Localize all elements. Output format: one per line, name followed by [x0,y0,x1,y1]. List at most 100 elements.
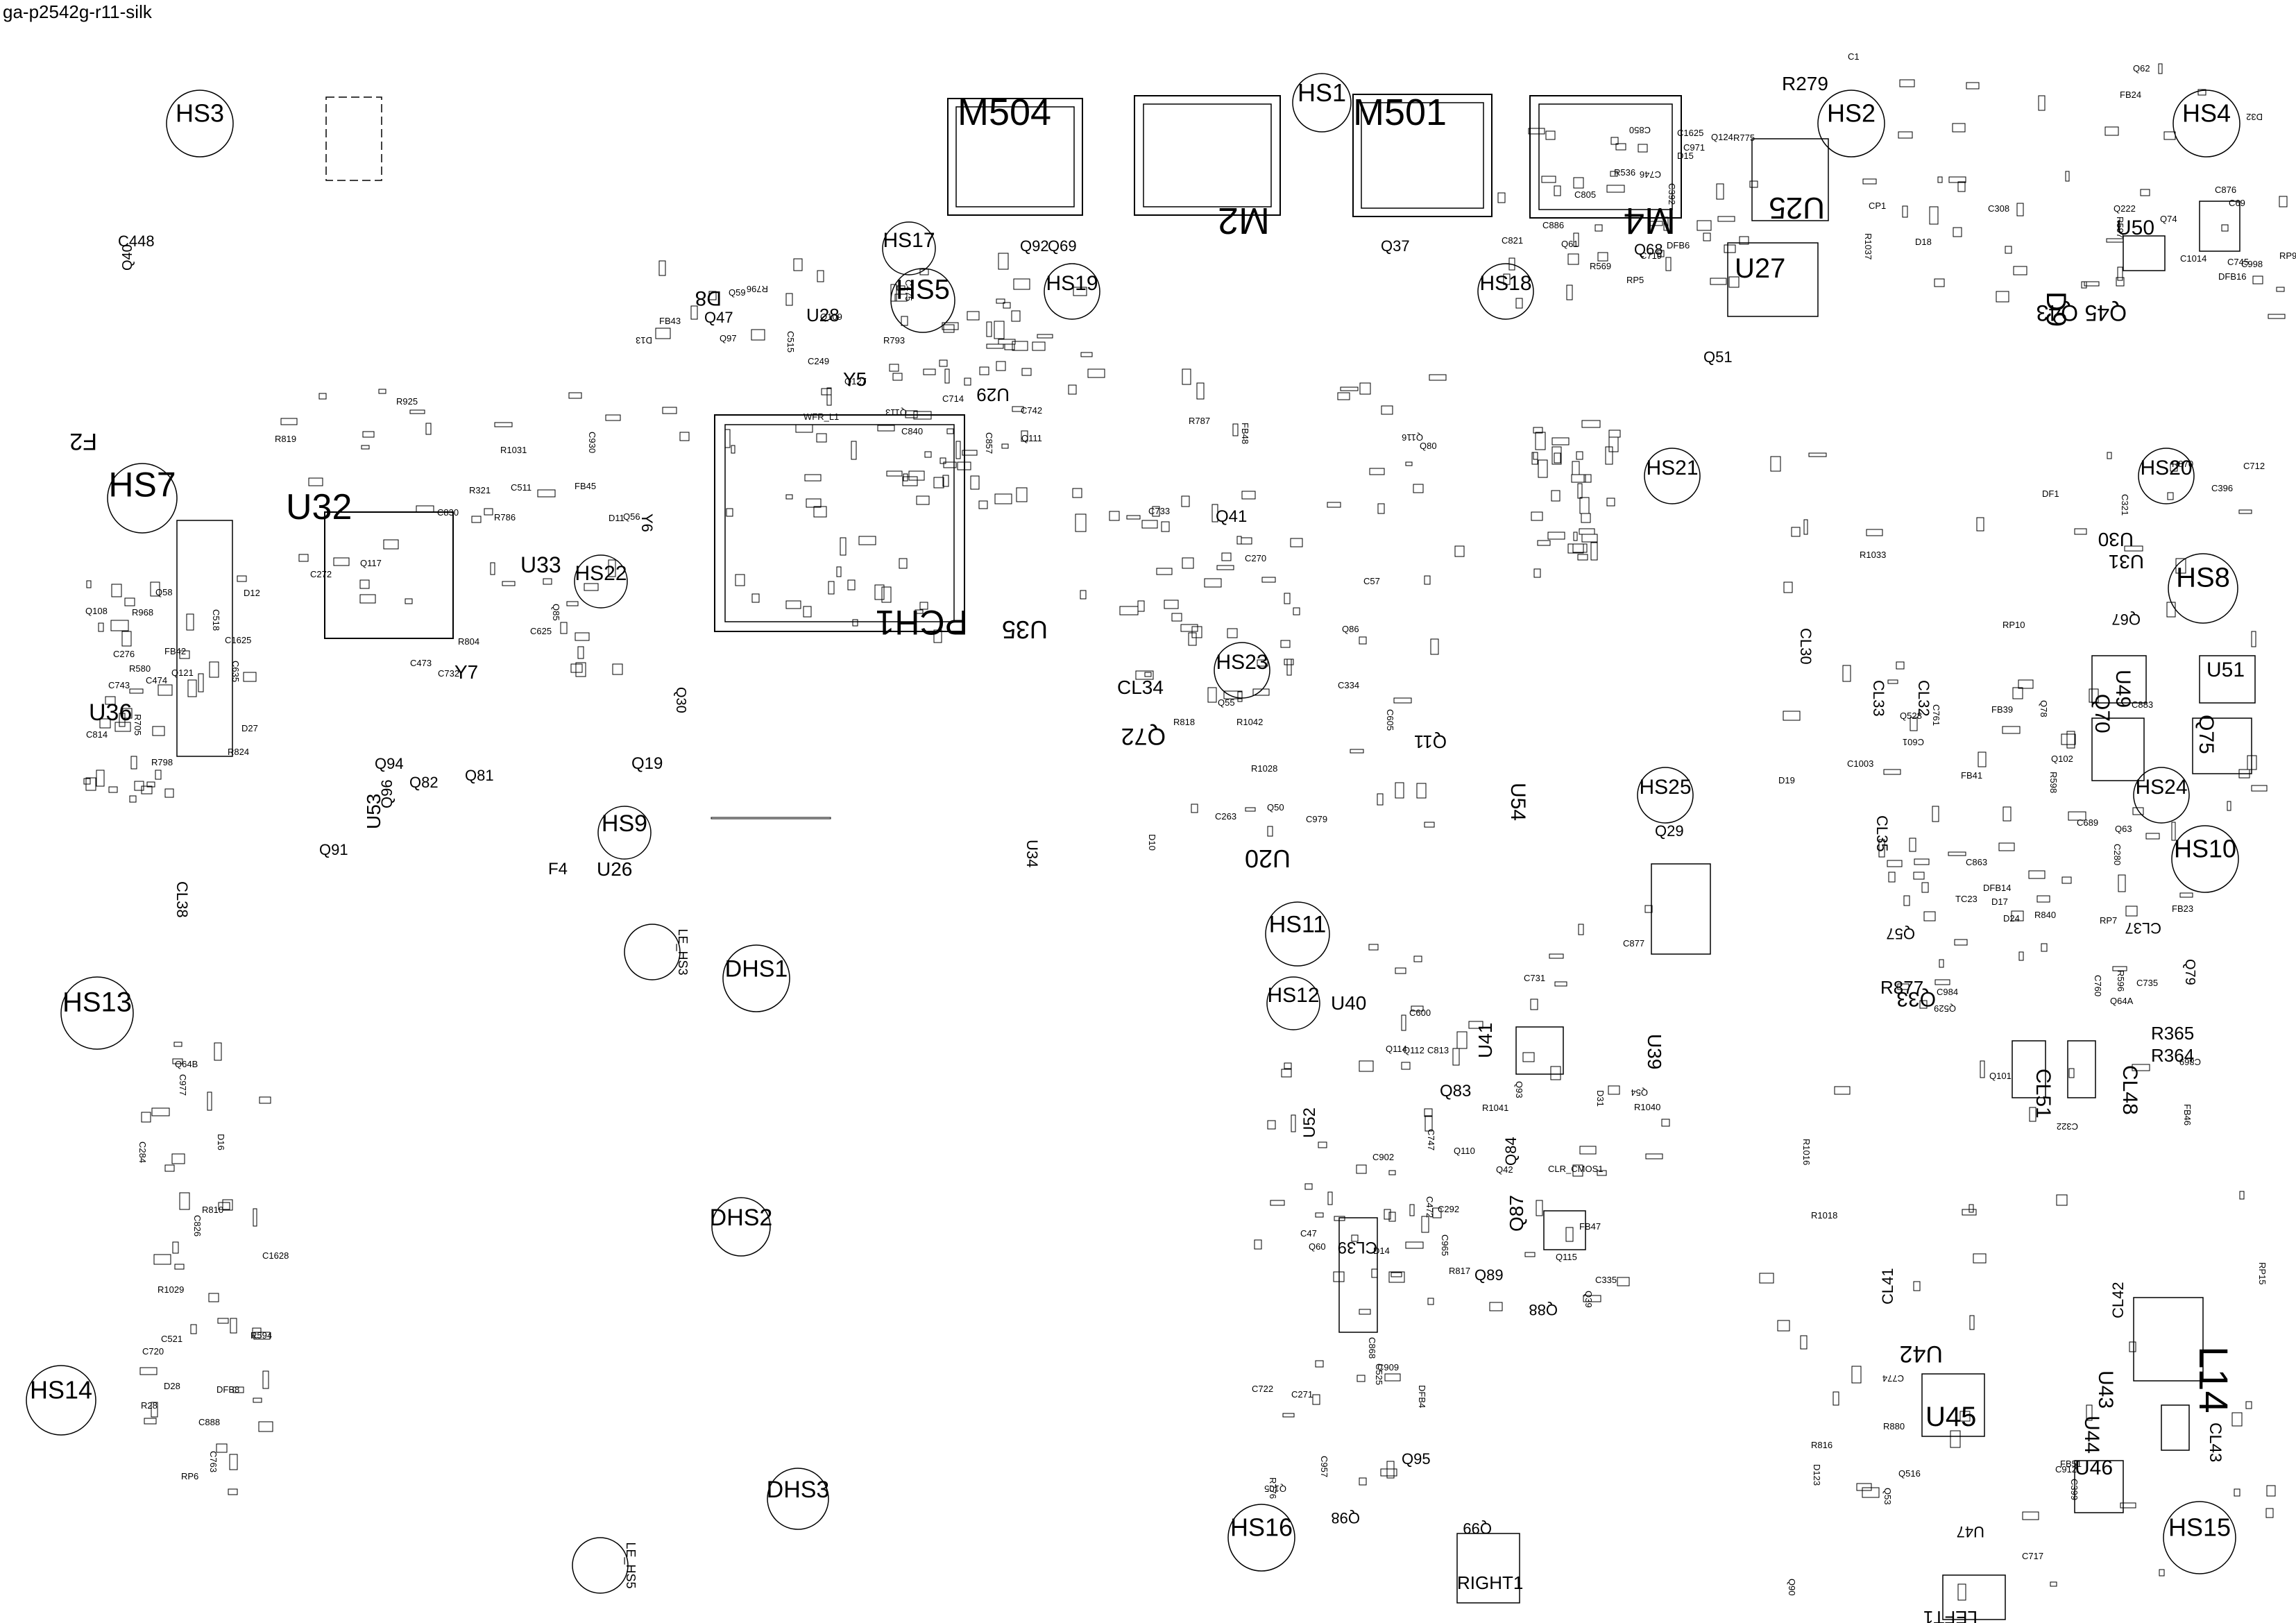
component-label: U45 [1925,1402,1976,1432]
component-pad [902,476,918,486]
component-pad [751,329,765,341]
refdes-label: D12 [244,588,260,598]
refdes-label: R870 [2172,459,2193,469]
component-pad [262,1370,269,1389]
component-label: PCH1 [876,603,968,642]
component-pad [1395,967,1406,974]
component-pad [98,622,104,632]
component-pad [896,285,905,291]
component-label: U30 [2098,529,2134,550]
component-pad [1290,538,1303,547]
component-pad [1012,406,1024,412]
component-pad [1401,1062,1411,1070]
component-pad [237,575,247,582]
refdes-label: C888 [198,1417,220,1427]
refdes-label: R786 [494,512,516,522]
component-pad [1393,697,1412,704]
refdes-label: R536 [1614,167,1635,178]
component-pad [2197,89,2206,96]
component-pad [655,328,671,339]
component-pad [1304,1183,1313,1190]
component-pad [198,673,204,692]
component-pad [2158,63,2163,74]
refdes-label: D16 [216,1134,226,1150]
component-pad [2013,266,2027,275]
component-label: Q67 [2111,611,2141,628]
mounting-hole-hs10 [2171,825,2239,893]
component-pad [2068,1068,2075,1078]
component-pad [129,688,144,694]
refdes-label: C717 [2022,1551,2043,1561]
refdes-label: C957 [1319,1456,1329,1477]
hole-label: HS7 [108,466,176,504]
component-pad [2268,314,2286,319]
component-pad [874,584,885,600]
component-label: Q83 [1440,1082,1471,1101]
refdes-label: C977 [178,1074,188,1096]
refdes-label: C271 [1291,1389,1313,1400]
component-pad [1724,244,1736,253]
component-pad [933,477,944,488]
hole-label: HS2 [1827,99,1876,128]
component-pad [933,629,942,643]
component-pad [1004,343,1015,350]
component-pad [2221,224,2229,232]
refdes-label: C521 [161,1334,182,1344]
component-pad [1281,1069,1292,1078]
refdes-label: C1625 [225,635,251,645]
component-pad [944,368,950,384]
component-pad [2179,892,2193,898]
component-pad [1728,276,1740,288]
component-pad [1411,1005,1424,1012]
component-pad [608,559,616,577]
component-pad [1583,474,1592,483]
component-label: CL42 [2109,1282,2127,1318]
component-label: U43 [2094,1370,2117,1409]
refdes-label: R596 [2116,970,2126,992]
component-pad [1703,232,1711,241]
component-pad [1377,793,1384,806]
component-pad [1207,687,1217,703]
component-pad [1610,171,1618,177]
component-pad [484,508,493,516]
component-pad [1359,382,1371,395]
refdes-label: Q108 [85,606,108,616]
component-pad [1777,1320,1790,1332]
component-pad [1929,206,1939,225]
component-pad [726,508,733,517]
component-pad [1567,543,1584,554]
component-pad [2166,602,2176,618]
component-pad [1551,446,1562,465]
component-pad [1998,842,2015,851]
component-pad [826,387,832,406]
component-pad [108,786,118,793]
component-pad [1579,497,1590,514]
component-pad [1573,177,1584,189]
hole-label: HS17 [883,229,935,252]
component-pad [1241,537,1252,545]
component-pad [1959,1411,1971,1422]
refdes-label: R569 [1590,261,1611,271]
mounting-hole-hs20 [2138,448,2195,504]
mounting-hole-dhs1 [722,944,790,1012]
component-label: R279 [1782,73,1828,94]
component-pad [151,1402,158,1418]
refdes-label: C714 [942,393,964,404]
refdes-label: C857 [984,432,994,454]
component-pad [568,392,582,399]
component-pad [2120,1502,2136,1509]
component-label: CL51 [2032,1069,2055,1119]
refdes-label: Q116 [1402,432,1423,443]
component-pad [1717,216,1735,222]
refdes-label: C1014 [2180,253,2206,264]
mounting-hole-hs23 [1214,642,1270,699]
component-pad [612,663,623,675]
refdes-label: Q117 [360,558,382,568]
component-pad [96,770,105,787]
component-pad [840,537,847,556]
component-pad [333,557,350,566]
refdes-label: R1033 [1860,550,1886,560]
component-pad [1923,911,1936,921]
component-label: Q87 [1506,1195,1527,1232]
